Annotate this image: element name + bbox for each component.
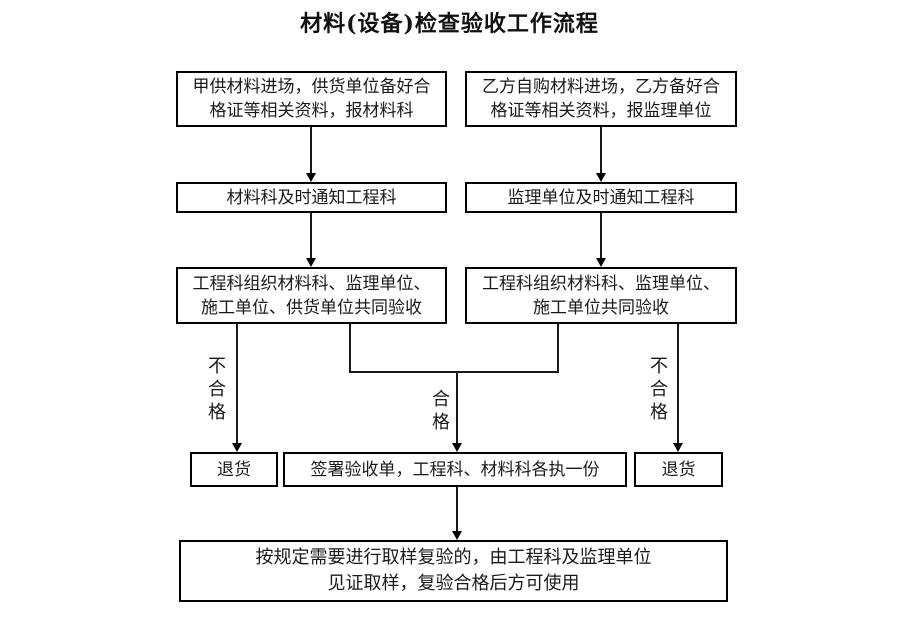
arrow-line-pass: [456, 371, 458, 444]
step-supervisor-notify-engineering: 监理单位及时通知工程科: [465, 182, 737, 213]
label-pass: 合格: [432, 389, 450, 433]
arrowhead-final: [452, 531, 462, 540]
step-text: 监理单位及时通知工程科: [507, 187, 695, 208]
arrowhead-left-2: [306, 258, 316, 267]
step-text: 甲供材料进场，供货单位备好合格证等相关资料，报材料科: [192, 77, 431, 121]
arrow-line-left-2: [310, 213, 312, 259]
arrow-line-fail-left: [236, 324, 238, 443]
step-yi-purchased-material-entry: 乙方自购材料进场，乙方备好合格证等相关资料，报监理单位: [465, 71, 737, 127]
arrowhead-fail-right: [673, 443, 683, 452]
merge-line-right: [557, 324, 559, 373]
arrow-line-right-2: [600, 213, 602, 259]
box-sampling-recheck: 按规定需要进行取样复验的，由工程科及监理单位见证取样，复验合格后方可使用: [179, 540, 728, 602]
arrowhead-right-1: [596, 173, 606, 182]
box-return-left: 退货: [190, 452, 278, 487]
merge-line-horizontal: [349, 371, 559, 373]
step-text: 工程科组织材料科、监理单位、施工单位共同验收: [482, 273, 720, 318]
step-jia-supplied-material-entry: 甲供材料进场，供货单位备好合格证等相关资料，报材料科: [176, 71, 447, 127]
return-text: 退货: [661, 459, 696, 480]
page-title: 材料(设备)检查验收工作流程: [300, 11, 599, 37]
final-text: 按规定需要进行取样复验的，由工程科及监理单位见证取样，复验合格后方可使用: [255, 547, 652, 594]
arrow-line-fail-right: [677, 324, 679, 443]
step-joint-inspection-right: 工程科组织材料科、监理单位、施工单位共同验收: [465, 267, 737, 324]
arrow-line-left-1: [310, 127, 312, 174]
box-sign-acceptance: 签署验收单，工程科、材料科各执一份: [283, 452, 627, 487]
arrowhead-left-1: [306, 173, 316, 182]
merge-line-left: [349, 324, 351, 373]
arrow-line-final: [456, 487, 458, 532]
step-text: 工程科组织材料科、监理单位、施工单位、供货单位共同验收: [192, 273, 431, 318]
step-text: 材料科及时通知工程科: [226, 187, 397, 208]
label-fail-right: 不合格: [650, 356, 668, 423]
box-return-right: 退货: [634, 452, 723, 487]
return-text: 退货: [217, 459, 251, 480]
step-text: 乙方自购材料进场，乙方备好合格证等相关资料，报监理单位: [482, 77, 720, 121]
arrowhead-right-2: [596, 258, 606, 267]
arrowhead-fail-left: [232, 443, 242, 452]
sign-text: 签署验收单，工程科、材料科各执一份: [310, 459, 600, 480]
arrowhead-pass: [452, 443, 462, 452]
step-material-dept-notify-engineering: 材料科及时通知工程科: [176, 182, 447, 213]
label-fail-left: 不合格: [208, 356, 226, 423]
step-joint-inspection-left: 工程科组织材料科、监理单位、施工单位、供货单位共同验收: [176, 267, 447, 324]
arrow-line-right-1: [600, 127, 602, 174]
